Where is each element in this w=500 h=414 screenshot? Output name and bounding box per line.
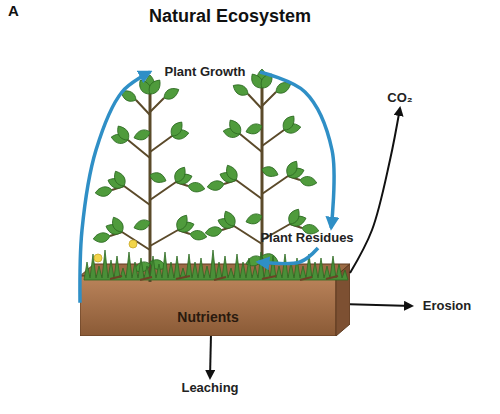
process-label: Plant Growth (150, 62, 260, 82)
process-text: Plant Growth (150, 62, 260, 82)
soil-side (336, 264, 350, 336)
process-text: Erosion (412, 296, 482, 316)
process-text: Leaching (170, 378, 250, 398)
soil-top (80, 264, 350, 276)
process-label: CO₂ (378, 88, 422, 108)
process-text: CO₂ (378, 88, 422, 108)
process-label: Plant Residues (252, 228, 362, 248)
diagram-title: Natural Ecosystem (0, 6, 460, 27)
soil-label: Nutrients (80, 308, 336, 328)
plant (92, 75, 207, 282)
flow-arrow (209, 336, 212, 378)
flow-arrow (260, 72, 334, 228)
flow-arrow (350, 304, 412, 306)
flow-arrow (350, 108, 400, 273)
process-label: Leaching (170, 378, 250, 398)
flower (129, 240, 137, 248)
plant-residue (110, 276, 338, 280)
process-text: Plant Residues (252, 228, 362, 248)
soil-front (80, 276, 336, 336)
process-label: Erosion (412, 296, 482, 316)
plant (204, 69, 319, 276)
flow-arrow (258, 248, 318, 264)
panel-letter: A (8, 2, 19, 19)
flower (94, 254, 102, 262)
